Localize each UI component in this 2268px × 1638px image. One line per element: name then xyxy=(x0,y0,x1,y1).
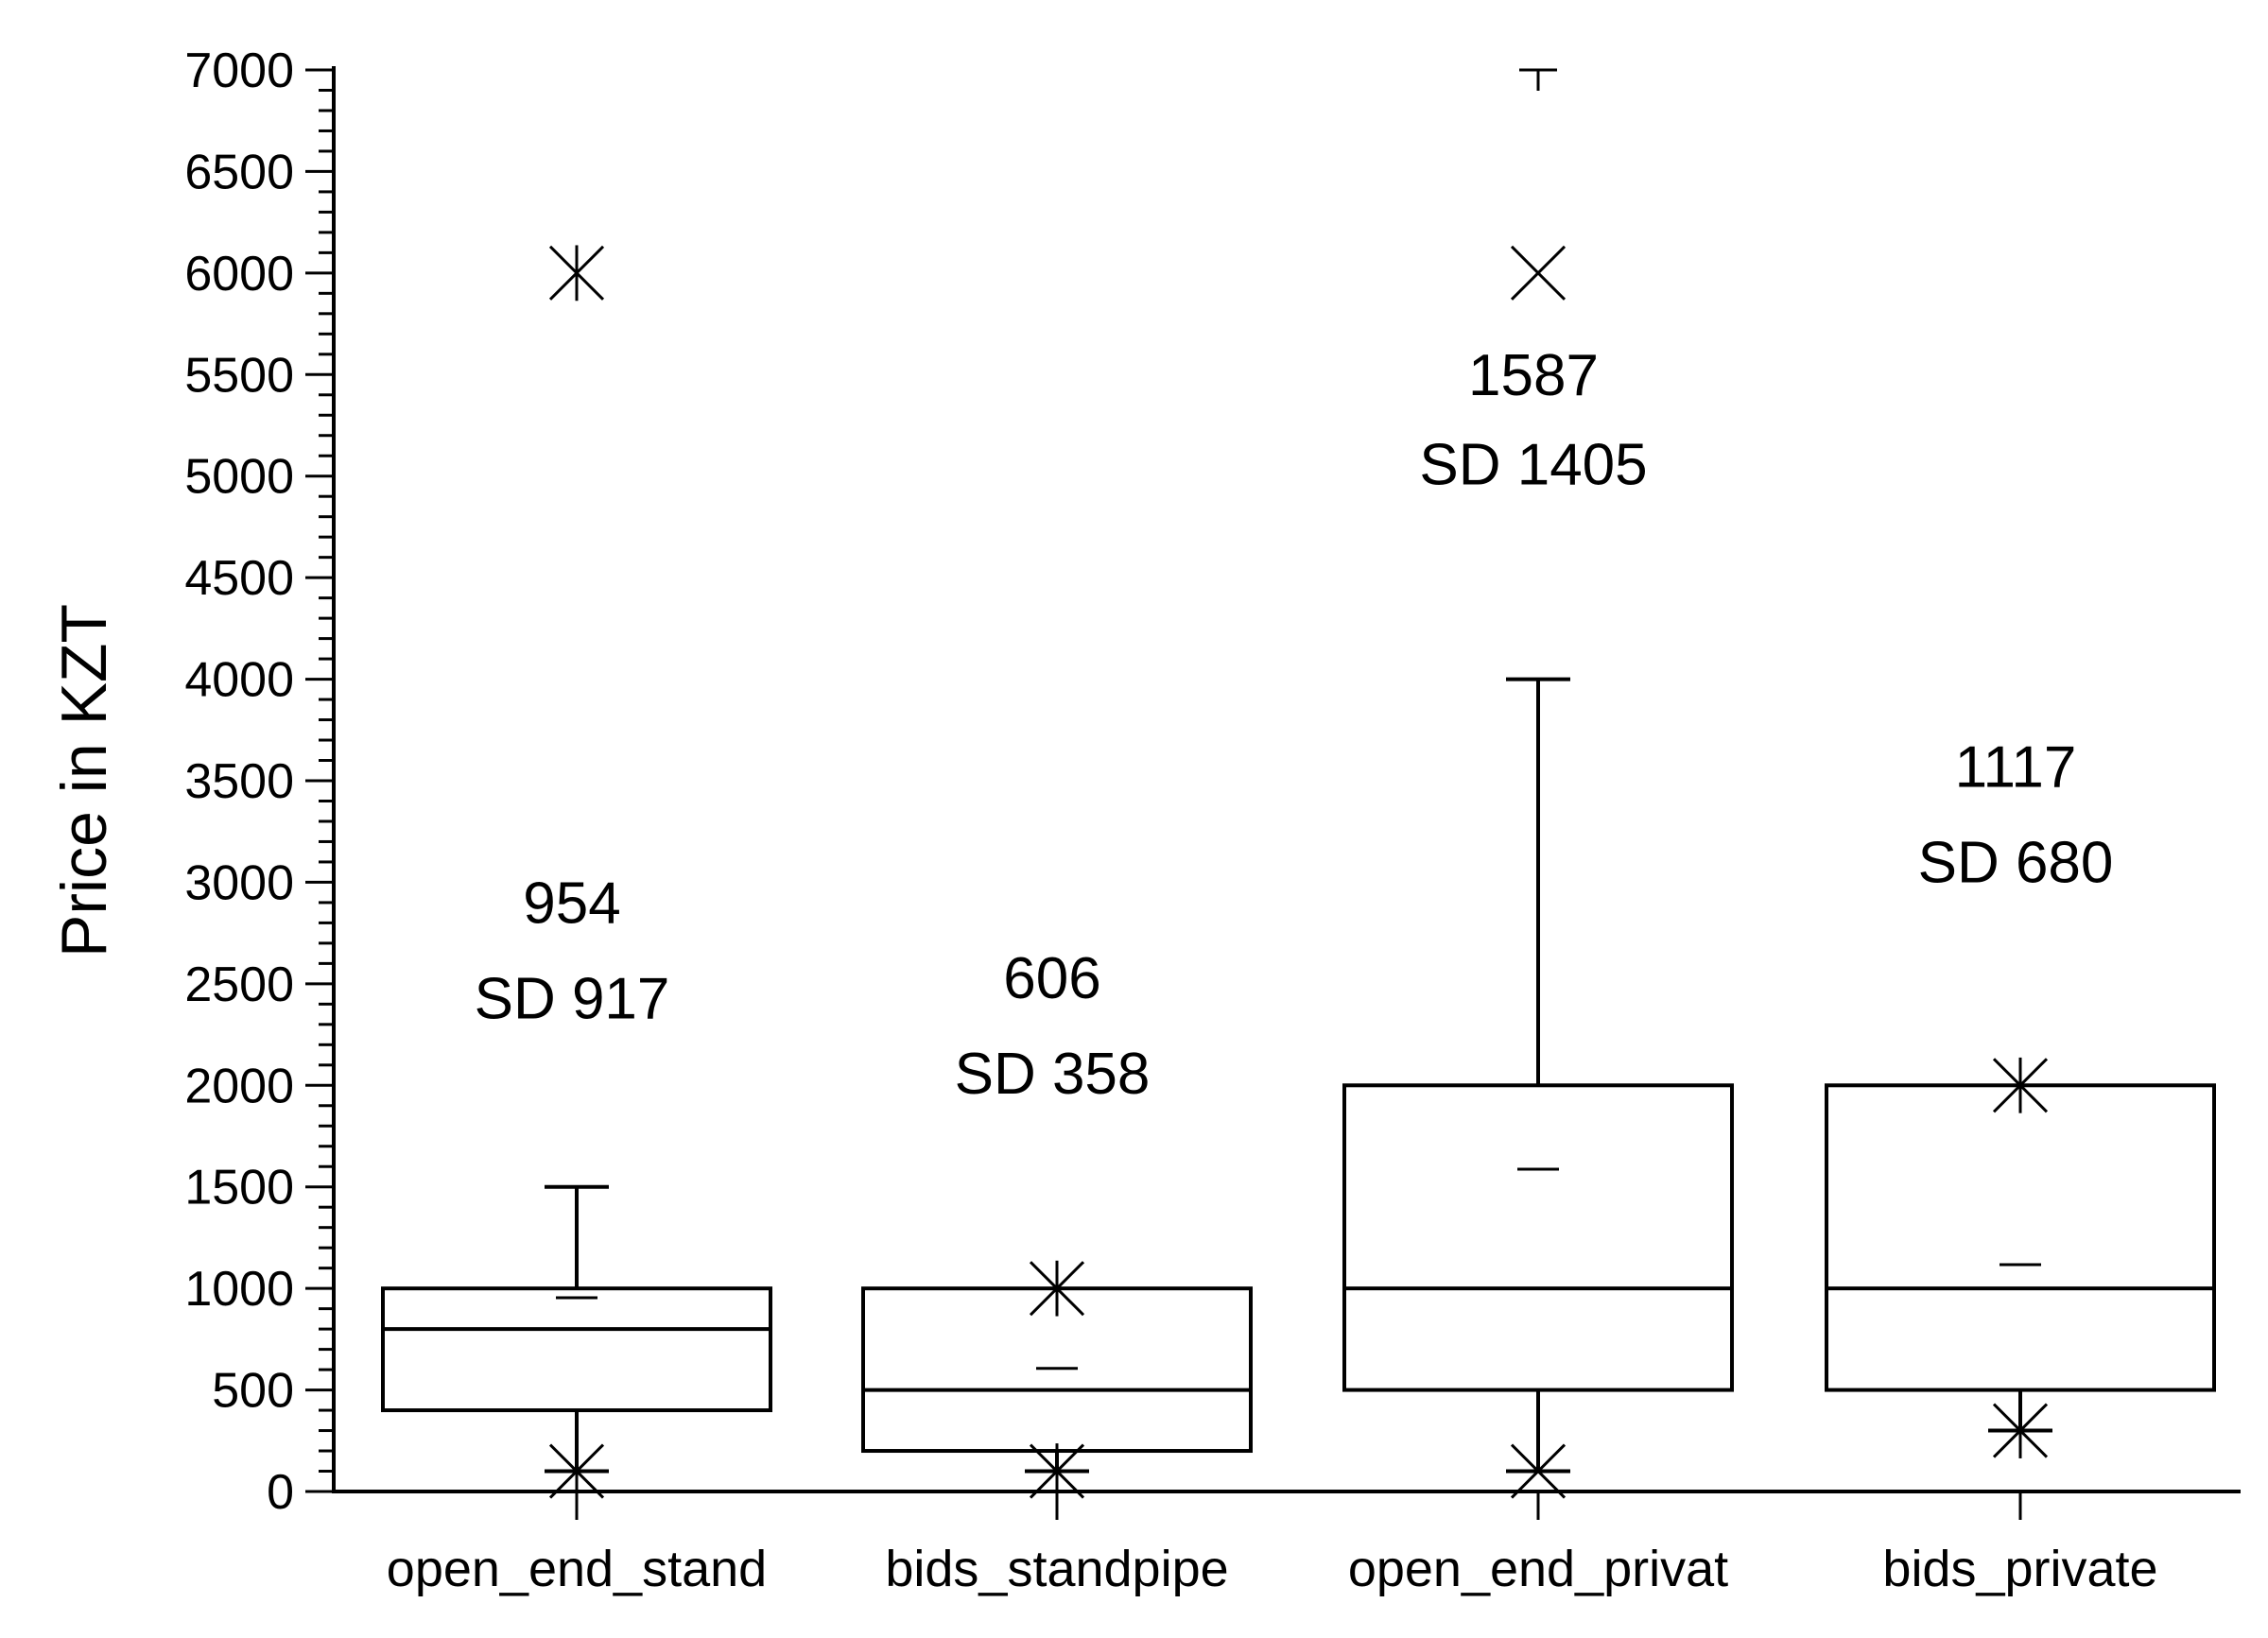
star-marker xyxy=(1992,1057,2049,1113)
box-rect xyxy=(1342,1083,1734,1392)
y-tick-label: 2500 xyxy=(184,957,294,1012)
star-marker xyxy=(548,245,605,302)
cross-marker-stroke xyxy=(1510,1443,1567,1499)
y-tick-label: 4000 xyxy=(184,653,294,708)
sd-annotation: SD 358 xyxy=(955,1042,1151,1107)
cross-marker xyxy=(1510,245,1567,301)
box-rect xyxy=(1825,1083,2216,1392)
star-marker xyxy=(548,1443,605,1499)
sd-annotation: SD 917 xyxy=(475,966,670,1031)
y-tick-label: 500 xyxy=(212,1364,294,1419)
y-tick-label: 0 xyxy=(267,1465,294,1520)
y-tick-label: 1500 xyxy=(184,1161,294,1216)
y-tick-label: 6500 xyxy=(184,145,294,199)
mean-annotation: 954 xyxy=(523,871,620,936)
mean-annotation: 606 xyxy=(1003,946,1100,1011)
y-tick-label: 5000 xyxy=(184,450,294,505)
cross-marker-stroke xyxy=(1510,245,1567,301)
sd-annotation: SD 1405 xyxy=(1419,432,1647,497)
x-tick-label: bids_private xyxy=(1882,1541,2157,1597)
y-tick-label: 4500 xyxy=(184,551,294,606)
star-marker xyxy=(1992,1403,2049,1458)
x-tick-label: open_end_privat xyxy=(1348,1541,1728,1597)
mean-annotation: 1117 xyxy=(1955,734,2077,800)
x-tick-label: open_end_stand xyxy=(387,1541,767,1597)
y-axis-label: Price in KZT xyxy=(48,604,120,957)
y-tick-label: 2000 xyxy=(184,1059,294,1113)
y-tick-label: 3000 xyxy=(184,855,294,910)
star-marker xyxy=(1029,1260,1085,1317)
star-marker xyxy=(1029,1443,1085,1499)
cross-marker xyxy=(1510,1443,1567,1499)
mean-annotation: 1587 xyxy=(1468,343,1599,408)
y-tick-label: 5500 xyxy=(184,348,294,403)
sd-annotation: SD 680 xyxy=(1918,830,2114,895)
y-tick-label: 7000 xyxy=(184,43,294,98)
y-tick-label: 3500 xyxy=(184,754,294,809)
x-tick-label: bids_standpipe xyxy=(885,1541,1228,1597)
box-rect xyxy=(381,1286,772,1413)
y-tick-label: 1000 xyxy=(184,1262,294,1317)
y-tick-label: 6000 xyxy=(184,247,294,302)
